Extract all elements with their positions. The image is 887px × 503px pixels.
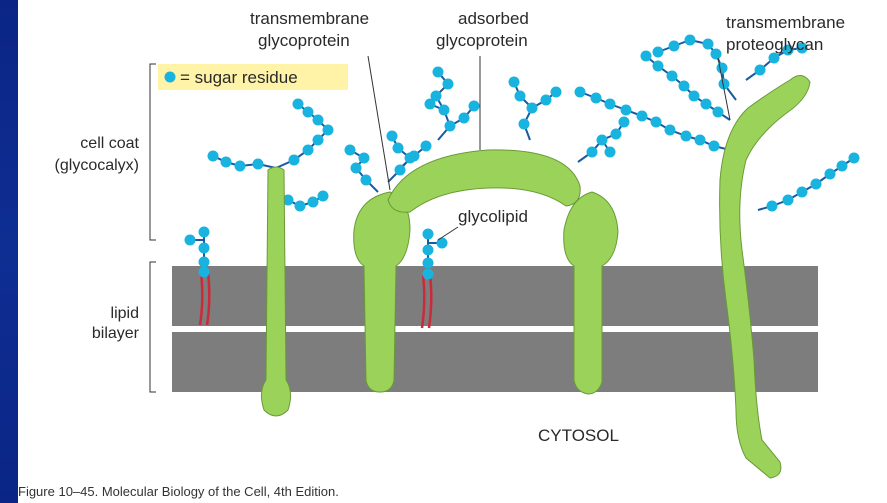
adsorbed-glycoprotein bbox=[387, 149, 581, 213]
label-cell-coat-2: (glycocalyx) bbox=[55, 157, 139, 174]
sugar-legend: = sugar residue bbox=[158, 64, 348, 90]
label-ads-glycoprotein-2: glycoprotein bbox=[436, 31, 528, 50]
label-tm-proteoglycan-2: proteoglycan bbox=[726, 35, 823, 54]
cell-membrane-diagram: = sugar residue transmembrane glycoprote… bbox=[55, 9, 860, 479]
label-lipid-2: bilayer bbox=[92, 325, 140, 342]
transmembrane-protein-left bbox=[260, 166, 292, 417]
cell-coat-bracket bbox=[149, 63, 156, 241]
leader-lines bbox=[367, 55, 731, 241]
glycolipid-left bbox=[184, 226, 211, 326]
transmembrane-glycoprotein-right bbox=[563, 191, 619, 395]
figure-caption: Figure 10–45. Molecular Biology of the C… bbox=[18, 484, 339, 499]
label-lipid-1: lipid bbox=[111, 305, 139, 322]
label-tm-proteoglycan-1: transmembrane bbox=[726, 13, 845, 32]
transmembrane-glycoprotein bbox=[353, 191, 411, 393]
transmembrane-proteoglycan bbox=[719, 75, 811, 479]
label-ads-glycoprotein-1: adsorbed bbox=[458, 9, 529, 28]
figure-panel: = sugar residue transmembrane glycoprote… bbox=[18, 0, 887, 503]
label-cell-coat-1: cell coat bbox=[80, 135, 139, 152]
label-glycolipid: glycolipid bbox=[458, 207, 528, 226]
label-tm-glycoprotein-2: glycoprotein bbox=[258, 31, 350, 50]
label-cytosol: CYTOSOL bbox=[538, 426, 619, 445]
label-tm-glycoprotein-1: transmembrane bbox=[250, 9, 369, 28]
lipid-bilayer-bracket bbox=[149, 261, 156, 393]
glycolipid-center bbox=[420, 228, 448, 329]
sugar-legend-text: = sugar residue bbox=[180, 68, 298, 87]
